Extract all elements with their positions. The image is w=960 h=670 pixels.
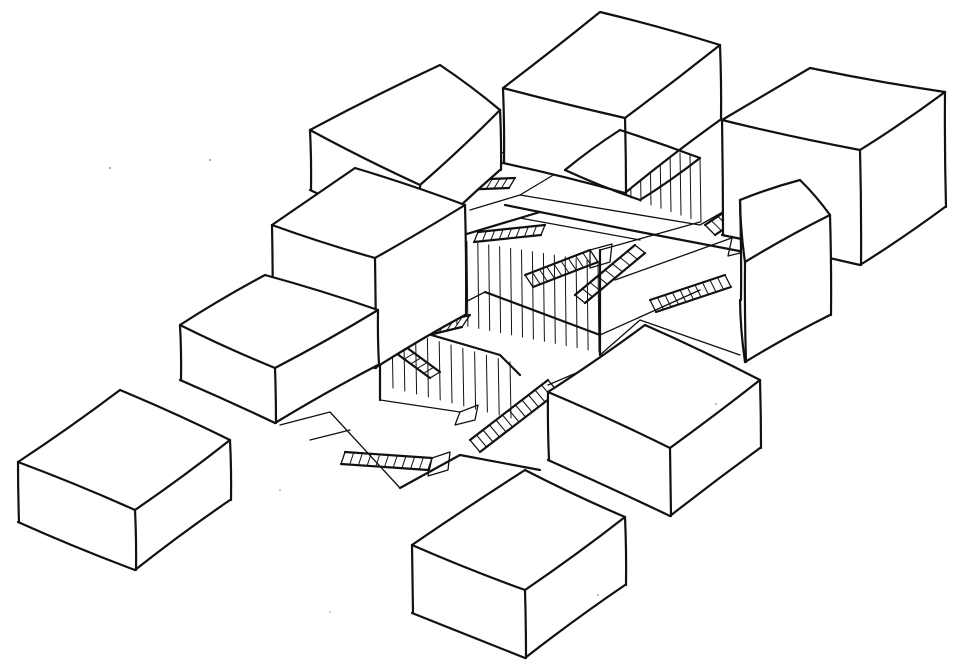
- stair-flight-upper-mid: [472, 223, 547, 244]
- block-lower-left: [178, 273, 381, 425]
- block-right-mid: [546, 323, 763, 518]
- stair-flight-center: [523, 248, 600, 289]
- block-center-inner: [563, 128, 702, 202]
- stair-landing-pit: [454, 404, 479, 426]
- stair-flight-pit-main: [468, 378, 560, 454]
- blocks: [16, 10, 948, 660]
- paper-specks: [109, 159, 717, 613]
- block-top-center: [501, 10, 723, 195]
- stair-landing-bottom: [427, 451, 451, 477]
- block-bottom: [410, 468, 628, 660]
- stair-flight-center-low: [573, 243, 647, 305]
- stair-flight-right-low: [648, 273, 733, 314]
- stair-landing-center: [589, 243, 613, 269]
- block-right-inner: [738, 178, 833, 364]
- stair-flight-bottom: [339, 450, 434, 472]
- block-far-left: [16, 388, 233, 572]
